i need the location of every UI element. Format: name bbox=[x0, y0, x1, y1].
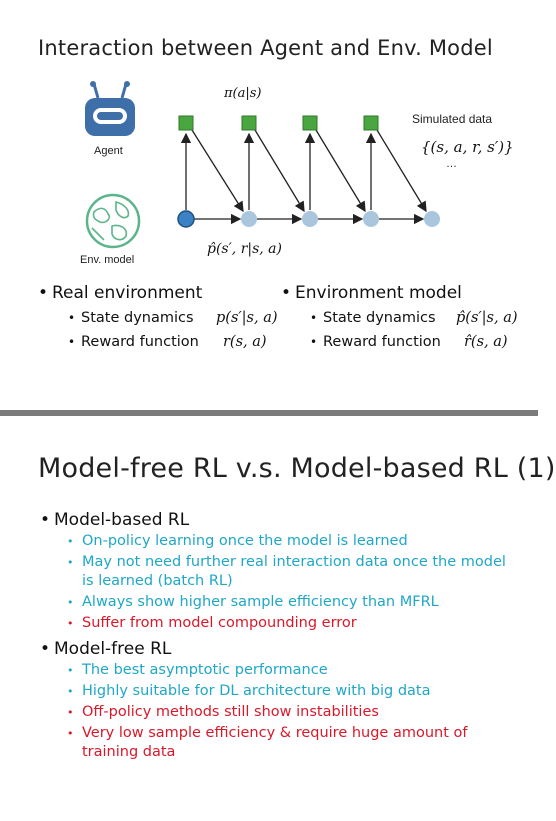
ellipsis: … bbox=[446, 158, 457, 170]
comparison-list: Model-based RL On-policy learning once t… bbox=[40, 510, 520, 764]
model-based-heading: Model-based RL bbox=[40, 510, 520, 530]
list-item: The best asymptotic performance bbox=[40, 661, 520, 680]
real-state-formula: p(s′|s, a) bbox=[216, 310, 278, 326]
env-model-heading: Environment model bbox=[281, 283, 462, 303]
slide-title: Model-free RL v.s. Model-based RL (1) bbox=[38, 453, 556, 484]
real-reward-formula: r(s, a) bbox=[223, 334, 267, 350]
real-state-label: State dynamics bbox=[68, 310, 193, 326]
slide-title: Interaction between Agent and Env. Model bbox=[38, 36, 493, 60]
model-free-heading: Model-free RL bbox=[40, 639, 520, 659]
policy-formula: π(a|s) bbox=[224, 86, 262, 101]
model-formula: p̂(s′, r|s, a) bbox=[207, 241, 282, 257]
list-item: On-policy learning once the model is lea… bbox=[40, 532, 520, 551]
real-env-heading: Real environment bbox=[38, 283, 202, 303]
list-item: Very low sample efficiency & require hug… bbox=[40, 724, 520, 762]
model-reward-label: Reward function bbox=[310, 334, 441, 350]
simulated-tuple: {(s, a, r, s′)} bbox=[421, 138, 514, 156]
list-item: May not need further real interaction da… bbox=[40, 553, 520, 591]
slide-agent-env-model: Interaction between Agent and Env. Model… bbox=[0, 0, 538, 410]
list-item: Always show higher sample efficiency tha… bbox=[40, 593, 520, 612]
list-item: Off-policy methods still show instabilit… bbox=[40, 703, 520, 722]
real-reward-label: Reward function bbox=[68, 334, 199, 350]
list-item: Suffer from model compounding error bbox=[40, 614, 520, 633]
agent-label: Agent bbox=[94, 145, 123, 157]
env-model-label: Env. model bbox=[80, 254, 135, 266]
slide-divider bbox=[0, 410, 538, 416]
model-state-label: State dynamics bbox=[310, 310, 435, 326]
robot-icon bbox=[85, 81, 135, 136]
model-reward-formula: r̂(s, a) bbox=[464, 334, 508, 350]
list-item: Highly suitable for DL architecture with… bbox=[40, 682, 520, 701]
interaction-diagram bbox=[177, 115, 440, 228]
slide-model-free-vs-model-based: Model-free RL v.s. Model-based RL (1) Mo… bbox=[0, 416, 555, 821]
simulated-data-label: Simulated data bbox=[412, 112, 493, 126]
globe-icon bbox=[85, 193, 141, 249]
model-state-formula: p̂(s′|s, a) bbox=[456, 310, 518, 326]
